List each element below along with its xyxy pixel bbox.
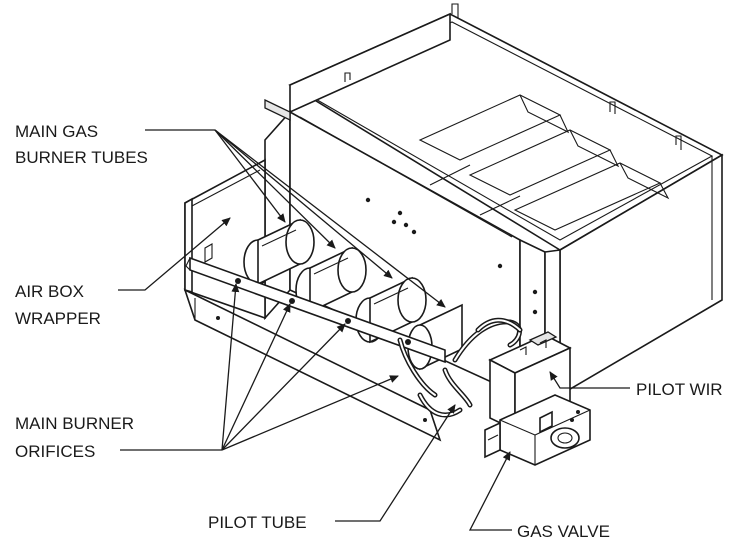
gas-valve (484, 331, 591, 466)
leaders-burner-tubes (145, 129, 446, 308)
burner-tube-1 (243, 218, 315, 286)
leaders-orifices (120, 283, 399, 451)
leader-pilot-tube (335, 404, 456, 522)
label-air-box-wrapper: AIR BOX WRAPPER (15, 282, 101, 328)
label-gas-valve: GAS VALVE (517, 522, 610, 539)
heat-exchanger-box (288, 3, 724, 397)
label-pilot-tube: PILOT TUBE (208, 513, 307, 532)
label-main-gas-line1: MAIN GAS (15, 122, 98, 141)
label-air-box-line2: WRAPPER (15, 309, 101, 328)
label-air-box-line1: AIR BOX (15, 282, 84, 301)
leader-gas-valve (468, 451, 512, 531)
burner-tube-2 (295, 246, 367, 314)
label-orifices-line2: ORIFICES (15, 442, 95, 461)
label-main-gas-line2: BURNER TUBES (15, 148, 148, 167)
leader-air-box (118, 217, 231, 291)
label-main-gas-burner-tubes: MAIN GAS BURNER TUBES (15, 122, 148, 167)
label-main-burner-orifices: MAIN BURNER ORIFICES (15, 414, 134, 461)
leader-pilot-wire (549, 371, 630, 389)
label-pilot-wire: PILOT WIR (636, 380, 723, 399)
pilot-wires (397, 317, 523, 418)
label-orifices-line1: MAIN BURNER (15, 414, 134, 433)
gas-manifold (185, 256, 446, 364)
